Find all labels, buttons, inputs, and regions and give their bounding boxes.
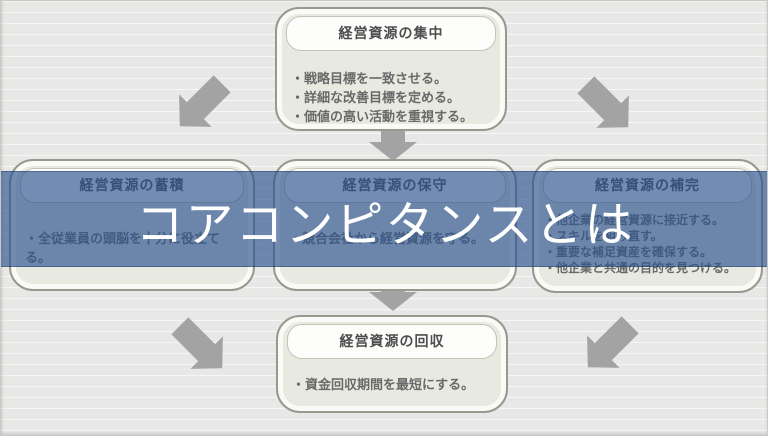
bullet-list: ・資金回収期間を最短にする。	[278, 359, 506, 394]
node-resource-recovery: 経営資源の回収 ・資金回収期間を最短にする。	[276, 315, 508, 413]
node-title: 経営資源の回収	[287, 324, 497, 359]
bullet-item: ・戦略目標を一致させる。	[291, 71, 448, 86]
node-resource-concentration: 経営資源の集中 ・戦略目標を一致させる。・詳細な改善目標を定める。・価値の高い活…	[275, 7, 507, 131]
bullet-item: ・価値の高い活動を重視する。	[291, 109, 474, 124]
arrow-down-icon	[369, 129, 417, 161]
bullet-list: ・戦略目標を一致させる。・詳細な改善目標を定める。・価値の高い活動を重視する。	[277, 51, 505, 126]
arrow-down-left-icon	[164, 68, 239, 143]
bullet-item: ・詳細な改善目標を定める。	[291, 90, 461, 105]
overlay-banner: コアコンピタンスとは	[1, 171, 767, 267]
node-title: 経営資源の集中	[286, 16, 496, 51]
arrow-down-left-icon	[572, 309, 647, 384]
arrow-down-right-icon	[570, 69, 645, 144]
arrow-down-right-icon	[164, 310, 239, 385]
banner-title: コアコンピタンスとは	[135, 199, 635, 252]
bullet-item: ・資金回収期間を最短にする。	[292, 377, 475, 392]
